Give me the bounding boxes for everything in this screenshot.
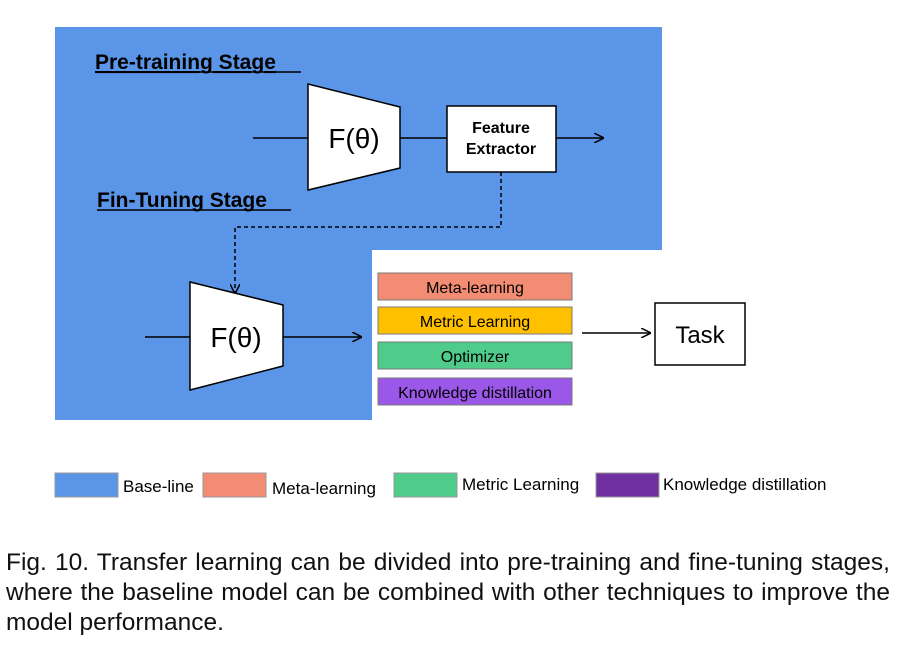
model-bottom-trapezoid [189, 281, 284, 391]
legend: Base-line Meta-learning Metric Learning Kno… [54, 472, 827, 498]
model-top-trapezoid [307, 83, 401, 191]
task-box [654, 302, 746, 366]
model-top-label: F(θ) [328, 123, 379, 154]
model-bottom-label: F(θ) [210, 322, 261, 353]
figure-caption: Fig. 10. Transfer learning can be divide… [6, 549, 890, 636]
transfer-dashed-arrow [235, 172, 502, 293]
technique-box-metric-learning [377, 306, 573, 335]
technique-box-optimizer [377, 341, 573, 370]
legend-label-meta-learning: Meta-learning [272, 479, 376, 498]
feature-extractor-label-line1: Feature [472, 120, 530, 137]
feature-extractor-label-line2: Extractor [466, 141, 536, 158]
finetuning-stage-title: Fin-Tuning Stage [97, 189, 267, 212]
legend-swatch-meta-learning [202, 472, 267, 498]
technique-box-knowledge-distillation [377, 377, 573, 406]
task-label: Task [675, 322, 725, 349]
legend-swatch-base-line [54, 472, 119, 498]
pretraining-stage-title: Pre-training Stage [95, 51, 276, 74]
legend-swatch-metric-learning [393, 472, 458, 498]
technique-label-knowledge-distillation: Knowledge distillation [398, 385, 552, 402]
transfer-learning-diagram: Pre-training Stage Fin-Tuning Stage F(θ)… [54, 27, 827, 498]
legend-label-metric-learning: Metric Learning [462, 475, 579, 494]
technique-label-optimizer: Optimizer [441, 349, 510, 366]
technique-label-meta-learning: Meta-learning [426, 280, 524, 297]
legend-label-knowledge-distillation: Knowledge distillation [663, 475, 827, 494]
feature-extractor-box [446, 105, 557, 173]
technique-label-metric-learning: Metric Learning [420, 314, 530, 331]
legend-label-base-line: Base-line [123, 477, 194, 496]
technique-box-meta-learning [377, 272, 573, 301]
legend-swatch-knowledge-distillation [595, 472, 660, 498]
